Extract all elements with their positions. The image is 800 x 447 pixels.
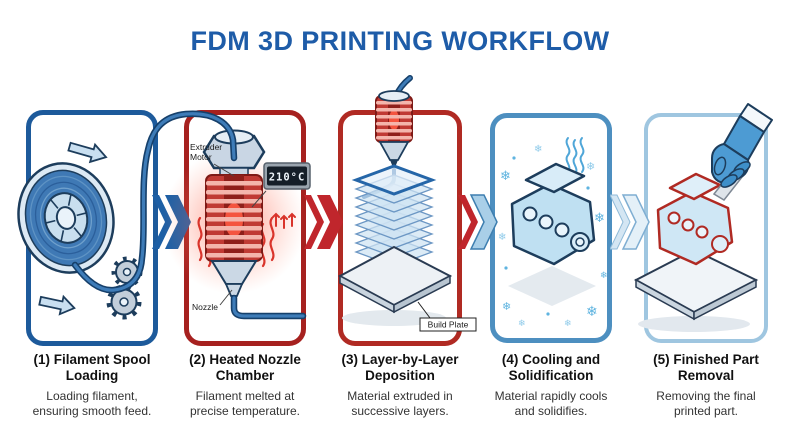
svg-text:❄: ❄ [518, 319, 526, 329]
spool-icon [17, 162, 115, 274]
heated-nozzle-illustration: Extruder Motor 210°C Nozzle [162, 129, 311, 312]
part-shadow [508, 266, 596, 306]
build-plate [337, 245, 453, 326]
feeder-gear-icon [106, 284, 142, 320]
page-title: FDM 3D PRINTING WORKFLOW [190, 26, 610, 56]
svg-text:Extruder: Extruder [190, 142, 222, 152]
mini-extruder-icon [375, 75, 413, 170]
svg-text:Motor: Motor [190, 152, 212, 162]
svg-text:Build Plate: Build Plate [428, 320, 469, 330]
svg-text:❄: ❄ [586, 160, 595, 173]
svg-text:❄: ❄ [586, 304, 598, 320]
part-removal-illustration [633, 103, 773, 332]
cooling-illustration: ❄ ❄ ❄ ❄ ❄ ❄ ❄ ❄ ❄ ❄ [498, 137, 608, 329]
svg-text:❄: ❄ [564, 319, 572, 329]
arrow-step3-to-step4 [458, 194, 498, 250]
step1-description: Loading filament,ensuring smooth feed. [32, 388, 152, 418]
feed-direction-arrow-bottom-icon [38, 294, 76, 316]
svg-text:❄: ❄ [600, 271, 608, 281]
steam-icon [565, 137, 585, 175]
svg-text:❄: ❄ [594, 211, 605, 226]
feed-direction-arrow-top-icon [67, 141, 108, 164]
frozen-part-icon [510, 162, 596, 266]
feeder-gear-icon [111, 256, 143, 288]
finished-part-icon [656, 172, 734, 266]
svg-text:Nozzle: Nozzle [192, 302, 218, 312]
gloved-hand-icon [711, 103, 773, 188]
heat-up-arrow-icon [272, 212, 296, 229]
snowflake-icon: ❄ ❄ ❄ ❄ ❄ ❄ ❄ ❄ ❄ ❄ [498, 144, 608, 329]
svg-text:210°C: 210°C [269, 172, 306, 184]
build-plate [633, 248, 759, 332]
svg-text:❄: ❄ [534, 144, 542, 155]
arrow-step2-to-step3 [304, 195, 343, 249]
svg-text:❄: ❄ [498, 232, 506, 243]
build-plate-label: Build Plate [417, 301, 477, 332]
arrow-step4-to-step5 [610, 194, 650, 250]
svg-text:❄: ❄ [500, 169, 511, 184]
filament-spool-illustration [17, 141, 143, 320]
svg-text:❄: ❄ [502, 300, 511, 313]
layer-deposition-illustration: Build Plate [337, 75, 477, 332]
temperature-display: 210°C [251, 162, 311, 208]
